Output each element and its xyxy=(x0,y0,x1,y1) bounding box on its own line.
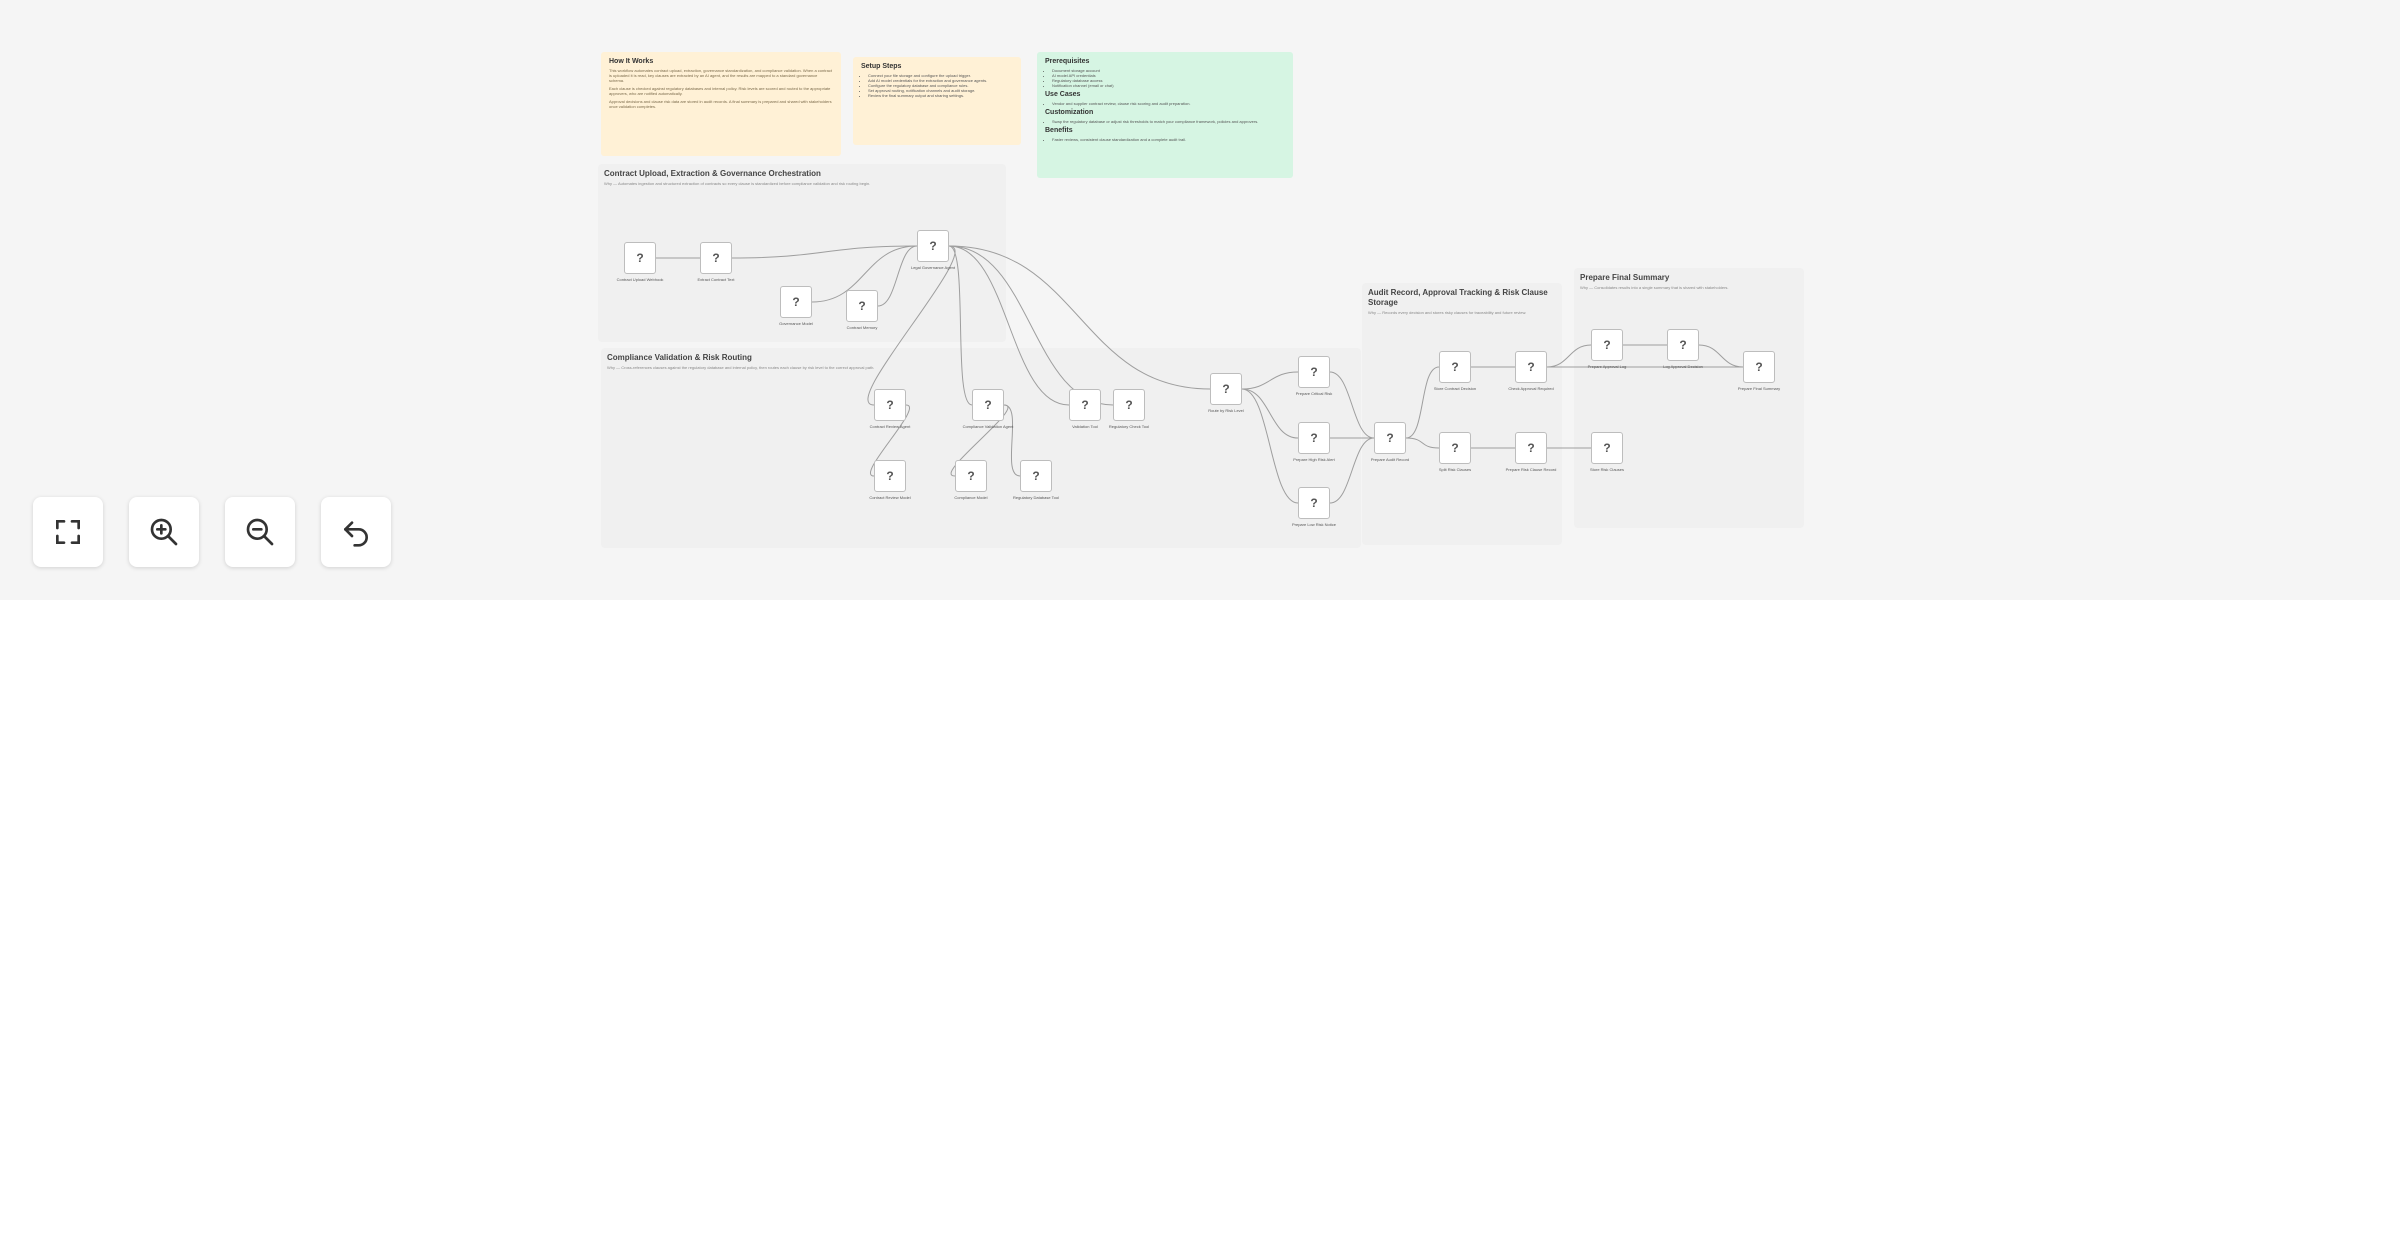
note-list: Swap the regulatory database or adjust r… xyxy=(1045,119,1285,124)
group-description: Why — Records every decision and stores … xyxy=(1368,310,1527,315)
workflow-node[interactable]: ? xyxy=(846,290,878,322)
sticky-note-setup-steps[interactable]: Setup Steps Connect your file storage an… xyxy=(853,57,1021,145)
group-title: Audit Record, Approval Tracking & Risk C… xyxy=(1368,288,1548,307)
note-title: Benefits xyxy=(1045,127,1073,134)
expand-icon xyxy=(56,520,80,544)
node-label: Contract Memory xyxy=(846,325,878,330)
node-label: Compliance Model xyxy=(954,495,988,500)
undo-icon xyxy=(344,521,368,547)
workflow-node[interactable]: ? xyxy=(1439,351,1471,383)
note-list-item: Connect your file storage and configure … xyxy=(868,73,1013,78)
node-label: Governance Model xyxy=(779,321,813,326)
workflow-node[interactable]: ? xyxy=(1020,460,1052,492)
node-label: Prepare Low Risk Notice xyxy=(1291,522,1337,527)
workflow-node[interactable]: ? xyxy=(1591,329,1623,361)
note-paragraph: This workflow automates contract upload,… xyxy=(609,68,833,83)
note-list-item: Regulatory database access xyxy=(1052,78,1285,83)
workflow-node[interactable]: ? xyxy=(1515,432,1547,464)
workflow-canvas[interactable]: How It Works This workflow automates con… xyxy=(0,0,2400,600)
zoom-out-icon xyxy=(246,518,274,546)
reset-button[interactable] xyxy=(321,497,391,567)
workflow-node[interactable]: ? xyxy=(624,242,656,274)
note-title: Use Cases xyxy=(1045,91,1081,98)
workflow-node[interactable]: ? xyxy=(1210,373,1242,405)
workflow-node[interactable]: ? xyxy=(700,242,732,274)
workflow-node[interactable]: ? xyxy=(917,230,949,262)
node-label: Extract Contract Text xyxy=(697,277,735,282)
node-label: Legal Governance Agent xyxy=(910,265,956,270)
node-label: Split Risk Clauses xyxy=(1438,467,1472,472)
workflow-node[interactable]: ? xyxy=(1743,351,1775,383)
node-label: Contract Review Agent xyxy=(869,424,911,429)
note-list-item: AI model API credentials xyxy=(1052,73,1285,78)
workflow-node[interactable]: ? xyxy=(874,389,906,421)
group-title: Compliance Validation & Risk Routing xyxy=(607,353,752,362)
fit-view-button[interactable] xyxy=(33,497,103,567)
workflow-node[interactable]: ? xyxy=(1298,356,1330,388)
node-label: Validation Tool xyxy=(1072,424,1098,429)
note-list-item: Faster reviews, consistent clause standa… xyxy=(1052,137,1285,142)
node-label: Regulatory Database Tool xyxy=(1013,495,1059,500)
group-final-summary[interactable]: Prepare Final Summary Why — Consolidates… xyxy=(1574,268,1804,528)
node-label: Prepare Critical Risk xyxy=(1295,391,1333,396)
node-label: Regulatory Check Tool xyxy=(1108,424,1150,429)
group-compliance-validation[interactable]: Compliance Validation & Risk Routing Why… xyxy=(601,348,1361,548)
workflow-node[interactable]: ? xyxy=(1591,432,1623,464)
node-label: Prepare High Risk Alert xyxy=(1293,457,1335,462)
workflow-node[interactable]: ? xyxy=(1515,351,1547,383)
node-label: Prepare Approval Log xyxy=(1587,364,1627,369)
node-label: Prepare Audit Record xyxy=(1370,457,1410,462)
node-label: Log Approval Decision xyxy=(1663,364,1703,369)
workflow-node[interactable]: ? xyxy=(1667,329,1699,361)
note-list-item: Add AI model credentials for the extract… xyxy=(868,78,1013,83)
zoom-in-button[interactable] xyxy=(129,497,199,567)
workflow-node[interactable]: ? xyxy=(1069,389,1101,421)
note-list-item: Configure the regulatory database and co… xyxy=(868,83,1013,88)
note-list-item: Document storage account xyxy=(1052,68,1285,73)
group-audit-record[interactable]: Audit Record, Approval Tracking & Risk C… xyxy=(1362,283,1562,545)
workflow-node[interactable]: ? xyxy=(1113,389,1145,421)
workflow-node[interactable]: ? xyxy=(1374,422,1406,454)
group-description: Why — Automates ingestion and structured… xyxy=(604,181,871,186)
group-title: Contract Upload, Extraction & Governance… xyxy=(604,169,821,178)
note-list: Faster reviews, consistent clause standa… xyxy=(1045,137,1285,142)
note-title: Prerequisites xyxy=(1045,58,1090,65)
node-label: Compliance Validation Agent xyxy=(962,424,1014,429)
note-list-item: Notification channel (email or chat) xyxy=(1052,83,1285,88)
note-list-item: Vendor and supplier contract review, cla… xyxy=(1052,101,1285,106)
node-label: Check Approval Required xyxy=(1508,386,1554,391)
note-paragraph: Approval decisions and clause risk data … xyxy=(609,99,832,109)
workflow-node[interactable]: ? xyxy=(780,286,812,318)
note-title: Customization xyxy=(1045,109,1094,116)
workflow-node[interactable]: ? xyxy=(874,460,906,492)
workflow-node[interactable]: ? xyxy=(972,389,1004,421)
workflow-node[interactable]: ? xyxy=(1298,487,1330,519)
zoom-in-icon xyxy=(150,518,178,546)
note-list-item: Swap the regulatory database or adjust r… xyxy=(1052,119,1285,124)
sticky-note-prerequisites[interactable]: Prerequisites Document storage account A… xyxy=(1037,52,1293,178)
note-list: Vendor and supplier contract review, cla… xyxy=(1045,101,1285,106)
note-title: How It Works xyxy=(609,58,654,65)
workflow-node[interactable]: ? xyxy=(1298,422,1330,454)
node-label: Route by Risk Level xyxy=(1208,408,1244,413)
zoom-out-button[interactable] xyxy=(225,497,295,567)
note-list-item: Set approval routing, notification chann… xyxy=(868,88,1013,93)
group-description: Why — Cross-references clauses against t… xyxy=(607,365,875,370)
node-label: Prepare Risk Clause Record xyxy=(1505,467,1557,472)
note-list-item: Review the final summary output and shar… xyxy=(868,93,1013,98)
workflow-node[interactable]: ? xyxy=(955,460,987,492)
node-label: Contract Review Model xyxy=(869,495,911,500)
note-paragraph: Each clause is checked against regulator… xyxy=(609,86,831,96)
node-label: Store Risk Clauses xyxy=(1589,467,1624,472)
note-list: Document storage account AI model API cr… xyxy=(1045,68,1285,88)
note-list: Connect your file storage and configure … xyxy=(861,73,1013,98)
group-title: Prepare Final Summary xyxy=(1580,273,1670,282)
node-label: Store Contract Decision xyxy=(1433,386,1477,391)
workflow-node[interactable]: ? xyxy=(1439,432,1471,464)
note-title: Setup Steps xyxy=(861,63,902,70)
node-label: Contract Upload Webhook xyxy=(616,277,664,282)
group-description: Why — Consolidates results into a single… xyxy=(1580,285,1729,290)
node-label: Prepare Final Summary xyxy=(1737,386,1781,391)
sticky-note-how-it-works[interactable]: How It Works This workflow automates con… xyxy=(601,52,841,156)
